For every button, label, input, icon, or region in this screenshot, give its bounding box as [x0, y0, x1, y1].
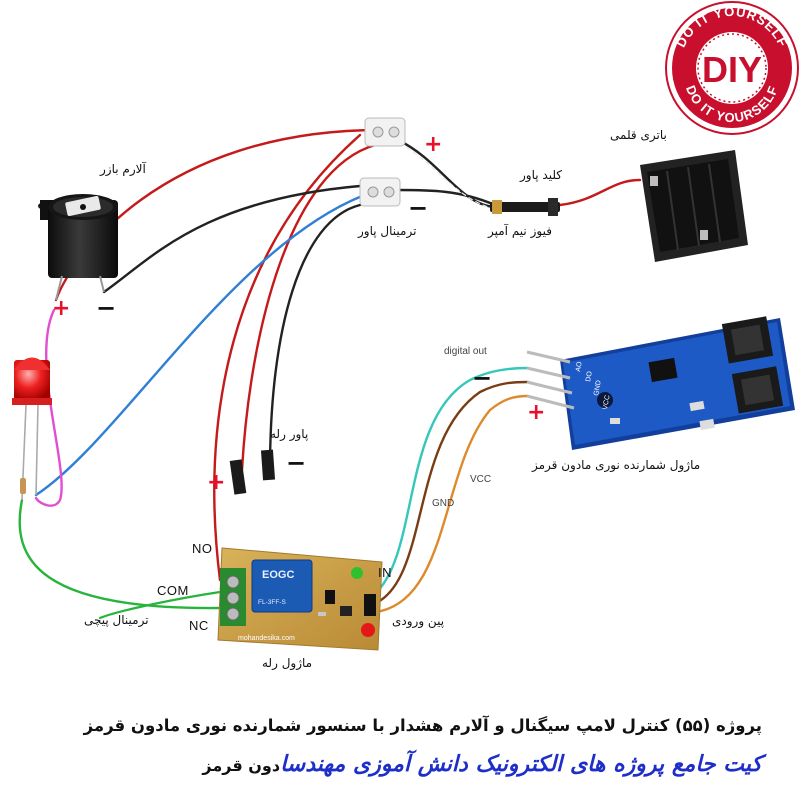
- label-vcc: VCC: [470, 474, 492, 485]
- label-input-pins: پین ورودی: [392, 614, 445, 628]
- sign-plus-sensor: +: [527, 400, 546, 425]
- label-power-switch: کلید پاور: [520, 168, 563, 182]
- wire-black-buzzer: [102, 184, 362, 294]
- relay-power-connectors: [229, 449, 276, 495]
- label-digital-out: digital out: [444, 346, 487, 357]
- led: [12, 357, 52, 501]
- label-sensor-module: ماژول شمارنده نوری مادون قرمز: [532, 458, 701, 472]
- label-com: COM: [157, 583, 189, 598]
- wire-blue-led: [34, 194, 364, 497]
- label-fuse: فیوز نیم آمپر: [488, 224, 552, 238]
- wire-red-relay-no: [213, 133, 362, 582]
- sensor-pin-gnd: GND: [593, 380, 603, 397]
- sensor-pin-ao: AO: [575, 361, 584, 373]
- wire-brown-gnd: [372, 380, 530, 606]
- wire-green-com: [98, 590, 222, 620]
- label-buzzer: آلارم بازر: [100, 162, 146, 176]
- relay-site: mohandesika.com: [238, 635, 295, 642]
- relay-module: EOGC FL-3FF-S mohandesika.com: [217, 547, 383, 651]
- ir-sensor-module: AO DO GND VCC: [526, 316, 795, 450]
- wire-red-relay-power: [240, 143, 377, 472]
- buzzer: [38, 194, 118, 301]
- battery-holder: [640, 150, 748, 262]
- wire-green-led-nc: [18, 498, 222, 610]
- sign-minus-sensor: −: [472, 364, 493, 392]
- label-in: IN: [378, 565, 392, 580]
- sign-plus-buzzer: +: [52, 296, 71, 321]
- logo-center: DIY: [702, 49, 762, 90]
- wire-red-buzzer: [54, 128, 382, 302]
- label-power-terminal: ترمینال پاور: [358, 224, 417, 238]
- wire-twisted-power: [396, 138, 497, 209]
- label-no: NO: [192, 541, 213, 556]
- wire-red-battery: [558, 178, 642, 207]
- subtitle-main: کیت جامع پروژه های الکترونیک دانش آموزی …: [280, 752, 762, 777]
- power-terminal: [359, 117, 406, 207]
- label-nc: NC: [189, 618, 209, 633]
- sign-plus-power: +: [424, 132, 443, 157]
- relay-model: FL-3FF-S: [258, 599, 286, 606]
- relay-brand: EOGC: [262, 569, 294, 581]
- label-battery: باتری قلمی: [610, 128, 667, 142]
- label-screw-terminal: ترمینال پیچی: [84, 613, 149, 627]
- subtitle-tail: دون قرمز: [202, 756, 281, 775]
- label-relay-power: پاور رله: [270, 427, 309, 441]
- page-subtitle: کیت جامع پروژه های الکترونیک دانش آموزی …: [202, 752, 762, 777]
- sensor-pin-do: DO: [585, 370, 594, 382]
- label-gnd: GND: [432, 498, 455, 509]
- diy-logo: DO IT YOURSELF DO IT YOURSELF DIY: [665, 1, 799, 135]
- sign-minus-buzzer: −: [96, 294, 117, 322]
- sign-minus-relay: −: [286, 449, 307, 477]
- sign-minus-power: −: [408, 194, 429, 222]
- sensor-pin-vcc: VCC: [602, 395, 611, 411]
- page-title: پروژه (۵۵) کنترل لامپ سیگنال و آلارم هشد…: [83, 716, 762, 735]
- wire-black-relay-power: [268, 203, 362, 472]
- wire-orange-vcc: [374, 394, 530, 614]
- wire-cyan-signal: [370, 366, 530, 598]
- power-switch: [490, 198, 560, 216]
- wires: [18, 128, 642, 620]
- label-relay-module: ماژول رله: [262, 656, 313, 670]
- sign-plus-relay: +: [207, 470, 226, 495]
- wire-magenta-buzzer-led: [34, 308, 63, 507]
